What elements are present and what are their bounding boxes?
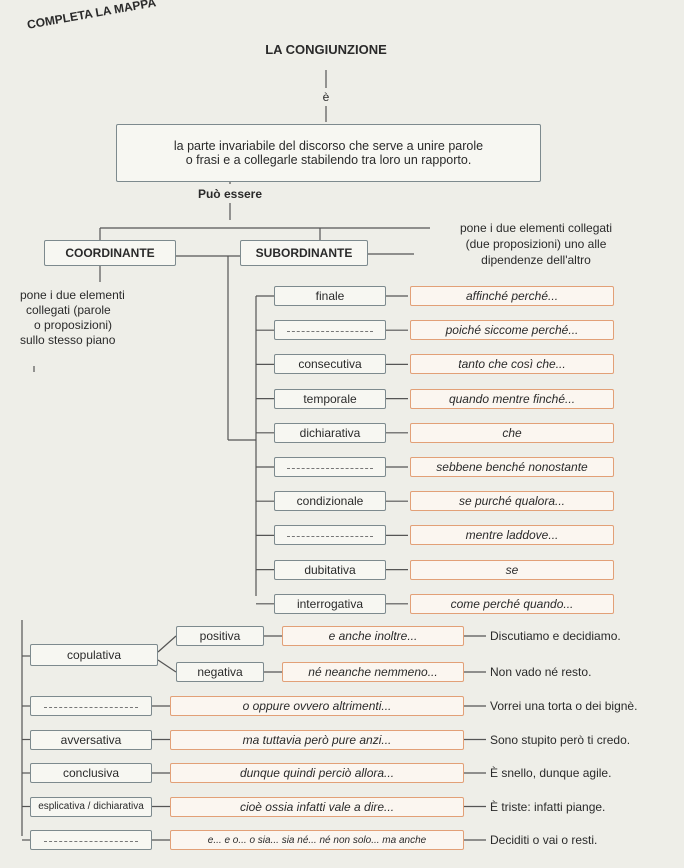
subordinate-type-blank[interactable] [274, 525, 386, 546]
blank-line [287, 329, 373, 332]
description-line: collegati (parole [26, 303, 111, 317]
negativa-examples-box: né neanche nemmeno... [282, 662, 464, 682]
connector-line [157, 659, 177, 673]
positiva-box: positiva [176, 626, 264, 646]
coordinate-example-sentence: Deciditi o vai o resti. [490, 833, 598, 847]
positiva-example-sentence: Discutiamo e decidiamo. [490, 629, 621, 643]
subordinate-examples-box: poiché siccome perché... [410, 320, 614, 341]
coordinante-box: COORDINANTE [44, 240, 176, 266]
subordinate-examples-box: tanto che così che... [410, 354, 614, 375]
subordinate-examples-box: se purché qualora... [410, 491, 614, 512]
description-line: pone i due elementi collegati [459, 221, 613, 235]
definition-line: o frasi e a collegarle stabilendo tra lo… [185, 153, 472, 167]
blank-line [44, 839, 138, 842]
coordinate-example-sentence: È snello, dunque agile. [490, 766, 612, 780]
subordinante-box: SUBORDINANTE [240, 240, 368, 266]
coordinate-type-blank[interactable] [30, 696, 152, 716]
coordinate-example-sentence: Vorrei una torta o dei bignè. [490, 699, 638, 713]
subordinate-type-box: finale [274, 286, 386, 306]
blank-line [287, 534, 373, 537]
subordinate-examples-box: che [410, 422, 614, 443]
subordinate-type-box: interrogativa [274, 593, 386, 614]
negativa-box: negativa [176, 662, 264, 682]
coordinate-examples-box: o oppure ovvero altrimenti... [170, 696, 464, 716]
subordinate-examples-box: mentre laddove... [410, 525, 614, 546]
coordinate-example-sentence: Sono stupito però ti credo. [490, 732, 631, 747]
coordinate-type-box: conclusiva [30, 763, 152, 783]
definition-line: la parte invariabile del discorso che se… [173, 139, 484, 153]
coordinate-examples-box: cioè ossia infatti vale a dire... [170, 796, 464, 817]
description-line: o proposizioni) [34, 318, 113, 332]
negativa-example-sentence: Non vado né resto. [490, 665, 592, 679]
subordinate-type-blank[interactable] [274, 457, 386, 477]
coordinate-type-box: esplicativa / dichiarativa [30, 796, 152, 817]
subordinate-type-box: dichiarativa [274, 422, 386, 443]
subordinate-type-box: condizionale [274, 491, 386, 512]
subordinante-description: pone i due elementi collegati (due propo… [416, 220, 656, 268]
subordinate-examples-box: affinché perché... [410, 286, 614, 306]
is-connector: è [322, 90, 330, 104]
subordinate-examples-box: come perché quando... [410, 593, 614, 614]
description-line: sullo stesso piano [20, 333, 116, 347]
subordinate-examples-box: sebbene benché nonostante [410, 457, 614, 477]
topic-title: LA CONGIUNZIONE [265, 42, 387, 57]
subordinate-examples-box: se [410, 559, 614, 580]
description-line: dipendenze dell'altro [481, 253, 591, 267]
copulativa-box: copulativa [30, 644, 158, 666]
subordinate-type-box: dubitativa [274, 559, 386, 580]
coordinate-type-box: avversativa [30, 729, 152, 750]
description-line: (due proposizioni) uno alle [465, 237, 607, 251]
subordinate-type-blank[interactable] [274, 320, 386, 341]
coordinate-examples-box: dunque quindi perciò allora... [170, 763, 464, 783]
subordinate-type-box: temporale [274, 388, 386, 409]
coordinate-examples-box: e... e o... o sia... sia né... né non so… [170, 830, 464, 850]
subordinate-examples-box: quando mentre finché... [410, 388, 614, 409]
can-be-label: Può essere [197, 187, 263, 201]
coordinante-description: pone i due elementi collegati (parole o … [20, 288, 180, 348]
blank-line [287, 466, 373, 469]
subordinate-type-box: consecutiva [274, 354, 386, 375]
coordinate-type-blank[interactable] [30, 830, 152, 850]
definition-box: la parte invariabile del discorso che se… [116, 124, 541, 182]
blank-line [44, 705, 138, 708]
description-line: pone i due elementi [20, 288, 125, 302]
positiva-examples-box: e anche inoltre... [282, 626, 464, 646]
coordinate-examples-box: ma tuttavia però pure anzi... [170, 729, 464, 750]
coordinate-example-sentence: È triste: infatti piange. [490, 799, 606, 814]
connector-line [157, 635, 177, 653]
